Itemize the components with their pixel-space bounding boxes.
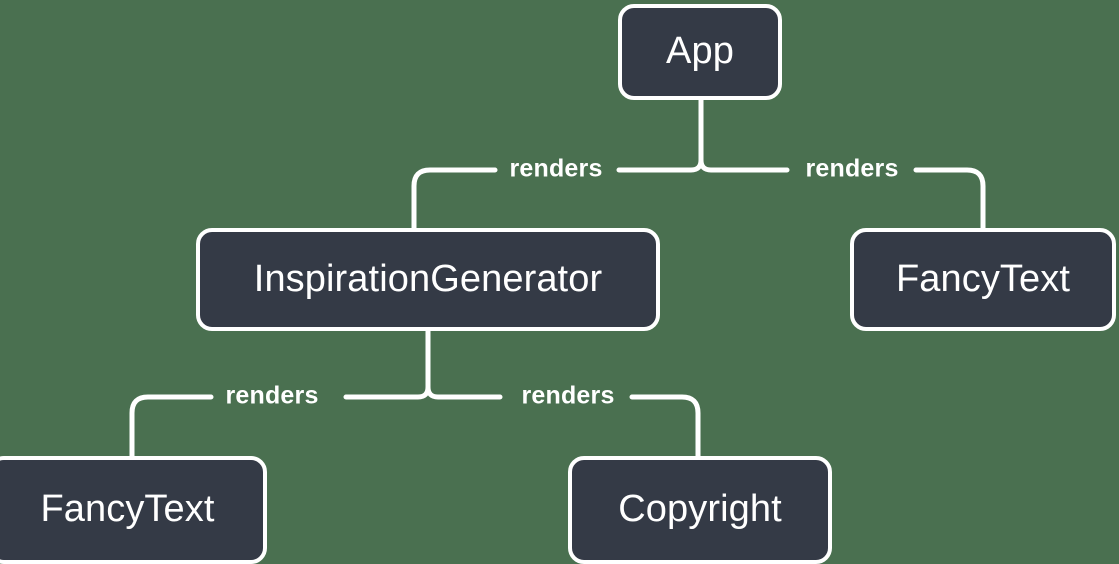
connector-app-stem-right bbox=[698, 157, 790, 173]
edge-label-app-fancytext: renders bbox=[805, 154, 899, 183]
connector-inspirationgenerator-to-copyright bbox=[629, 394, 701, 459]
node-fancytext-bottom-left-label: FancyText bbox=[40, 488, 215, 530]
connector-app-to-fancytext bbox=[913, 167, 986, 231]
node-inspirationgenerator[interactable]: InspirationGenerator bbox=[196, 228, 660, 331]
connector-inspirationgenerator-stem bbox=[343, 328, 431, 400]
node-copyright-label: Copyright bbox=[618, 488, 782, 530]
node-inspirationgenerator-label: InspirationGenerator bbox=[253, 257, 603, 300]
connector-inspirationgenerator-to-fancytext bbox=[129, 394, 214, 459]
node-fancytext-bottom-left[interactable]: FancyText bbox=[0, 456, 267, 564]
connector-inspirationgenerator-stem-right bbox=[425, 384, 503, 400]
node-app[interactable]: App bbox=[618, 4, 782, 100]
node-copyright[interactable]: Copyright bbox=[568, 456, 832, 564]
node-app-label: App bbox=[666, 30, 734, 72]
node-fancytext-right-label: FancyText bbox=[895, 257, 1071, 300]
edge-label-app-inspirationgenerator: renders bbox=[509, 154, 603, 183]
connector-app-to-inspirationgenerator bbox=[411, 167, 498, 231]
edge-label-inspirationgenerator-fancytext: renders bbox=[225, 381, 319, 410]
connector-app-stem bbox=[616, 97, 704, 173]
edge-label-inspirationgenerator-copyright: renders bbox=[521, 381, 615, 410]
node-fancytext-right[interactable]: FancyText bbox=[850, 228, 1116, 331]
